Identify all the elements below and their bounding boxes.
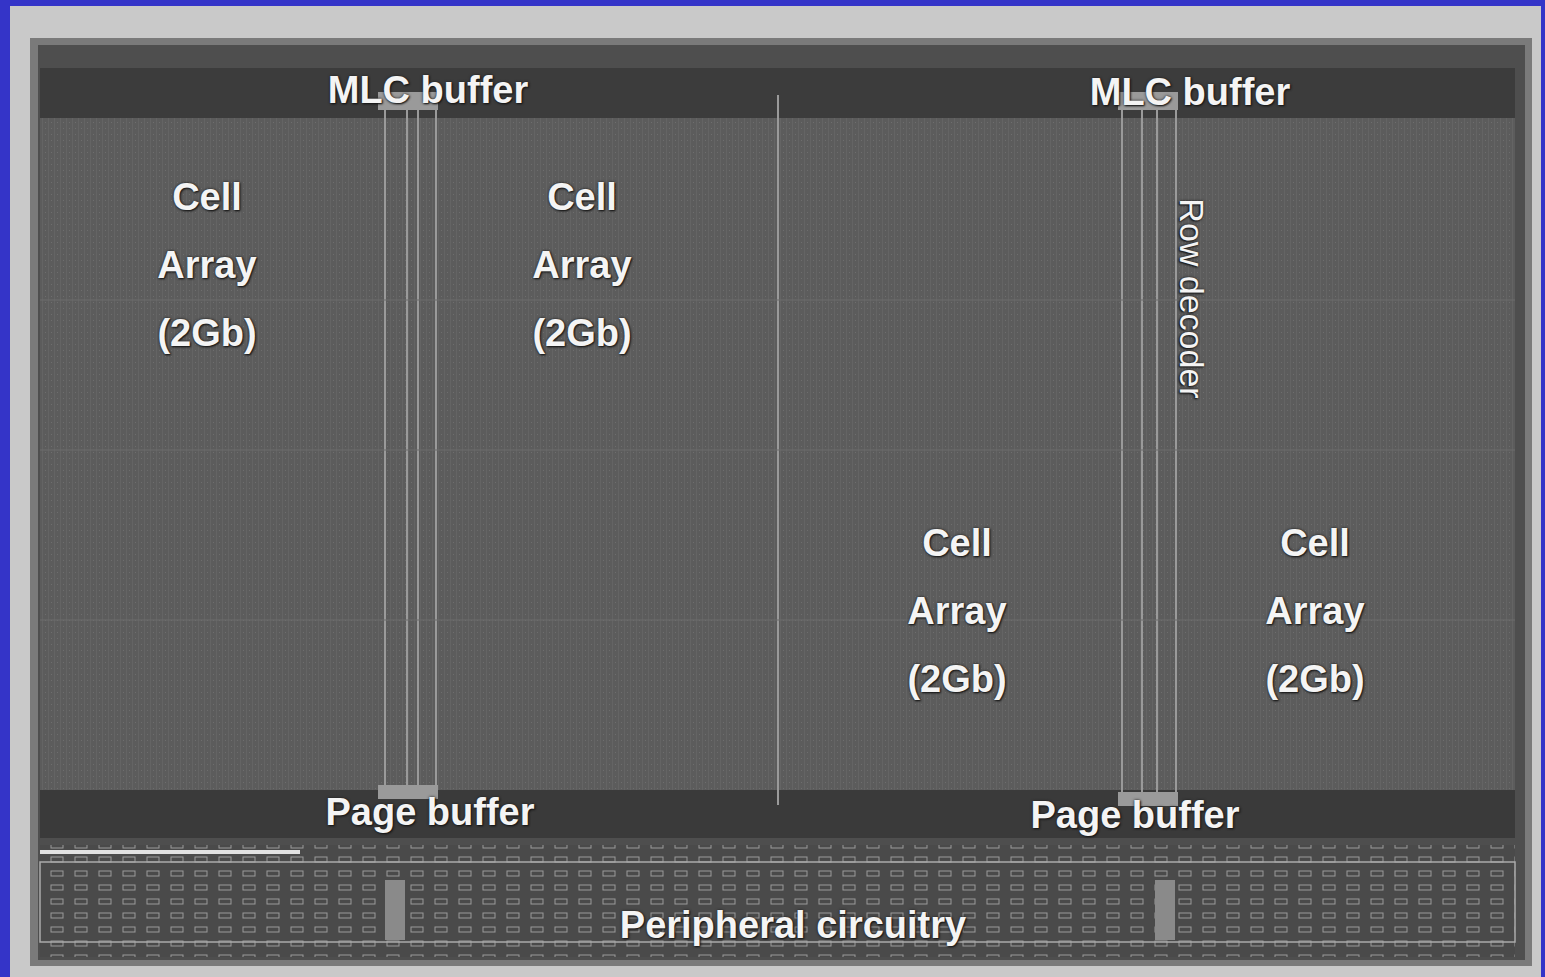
block-label: Cell Array (2Gb) [882,509,1032,713]
block-label: Page buffer [1030,794,1239,837]
block-label: Cell Array (2Gb) [132,163,282,367]
block-label: Page buffer [325,791,534,834]
block-label: Peripheral circuitry [620,904,966,947]
block-label: MLC buffer [1090,71,1291,114]
peripheral-band: Peripheral circuitry [40,845,1515,957]
page-buffer-band: Page buffer [777,790,1515,838]
cell-array: Cell Array (2Gb) [778,118,1122,790]
cell-array: Cell Array (2Gb) [40,118,385,790]
page-buffer-band: Page buffer [40,790,777,838]
buffer-band: MLC buffer [40,68,777,118]
cell-array: Cell Array (2Gb) [1176,460,1515,790]
block-label: Row decoder [1171,198,1210,398]
cell-array: Cell Array (2Gb) [436,118,778,790]
buffer-band: MLC buffer [777,68,1515,118]
block-label: Cell Array (2Gb) [1240,509,1390,713]
block-label: Cell Array (2Gb) [507,163,657,367]
row-decoder: Row decoder [1185,150,1235,450]
block-label: MLC buffer [328,69,529,112]
